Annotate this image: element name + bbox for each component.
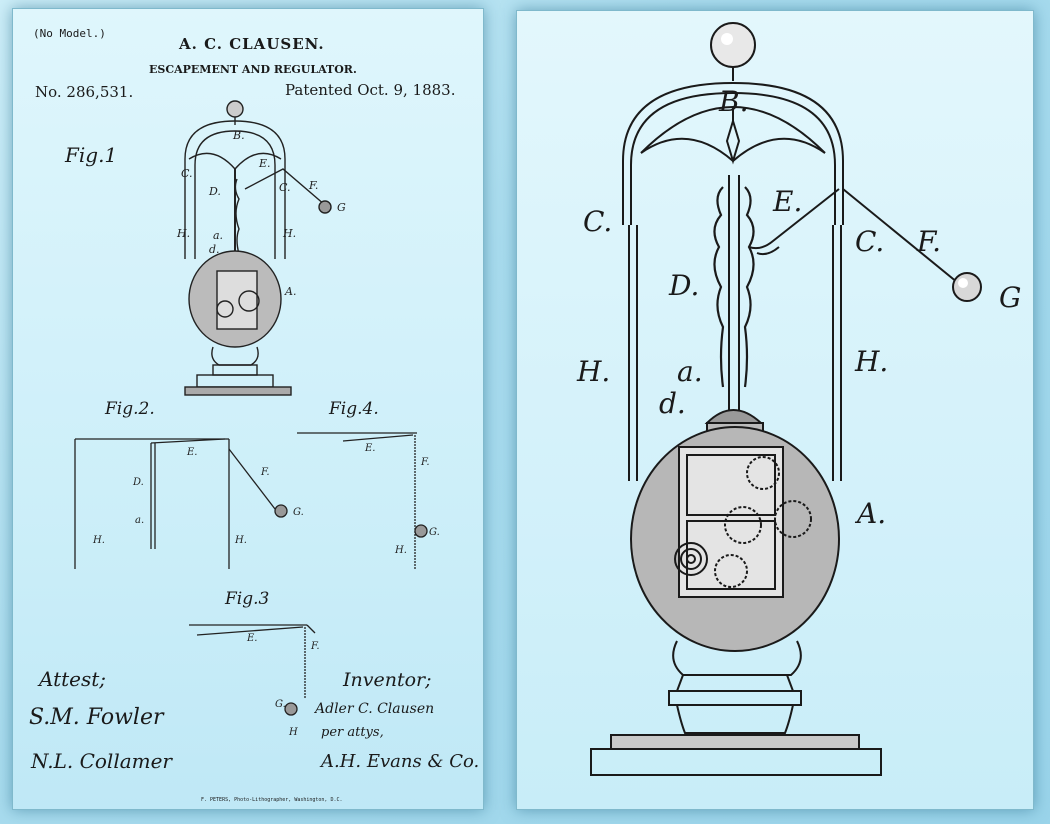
svg-text:E.: E. (364, 443, 375, 454)
label-D: D. (668, 269, 699, 302)
per-attys-note: per attys, (321, 725, 384, 740)
label-E: E. (772, 185, 802, 218)
label-A: A. (854, 497, 886, 530)
svg-text:E.: E. (186, 447, 197, 458)
fig1-label-F: F. (308, 179, 318, 192)
svg-text:F.: F. (420, 457, 430, 468)
patent-sheet-panel: (No Model.) A. C. CLAUSEN. ESCAPEMENT AN… (12, 8, 484, 810)
svg-text:a.: a. (135, 515, 144, 526)
label-F: F. (916, 225, 941, 258)
fig1-label-a: a. (213, 229, 223, 242)
fig1-label-C-right: C. (279, 181, 291, 194)
inventor-signature: Adler C. Clausen (315, 701, 434, 717)
label-C-right: C. (855, 225, 884, 258)
svg-text:E.: E. (246, 633, 257, 644)
svg-text:H.: H. (234, 535, 247, 546)
svg-text:G.: G. (429, 527, 440, 538)
label-G: G (999, 281, 1021, 314)
label-d: d. (659, 387, 686, 420)
svg-text:H: H (288, 727, 298, 738)
svg-text:G.: G. (293, 507, 304, 518)
fig1-label-A: A. (284, 285, 296, 298)
fig1-label-G: G (337, 201, 346, 214)
fig1-label-H-left: H. (176, 227, 190, 240)
attest-heading: Attest; (39, 667, 106, 691)
fig1-label-B: B. (232, 129, 245, 142)
enlarged-regulator-drawing: B. C. C. E. F. G D. H. H. a. d. A. (517, 11, 1033, 809)
label-B: B. (718, 85, 748, 118)
attorneys-signature: A.H. Evans & Co. (321, 751, 479, 772)
fig1-label-E: E. (258, 157, 271, 170)
svg-text:F.: F. (310, 641, 320, 652)
enlarged-figure-panel: B. C. C. E. F. G D. H. H. a. d. A. (516, 10, 1034, 810)
fig1-label-H-right: H. (282, 227, 296, 240)
svg-text:G.: G. (275, 699, 286, 710)
fig1-label-C-left: C. (181, 167, 193, 180)
label-H-left: H. (576, 355, 610, 388)
witness-1-signature: S.M. Fowler (29, 705, 164, 730)
svg-text:H.: H. (92, 535, 105, 546)
printer-credit: F. PETERS, Photo-Lithographer, Washingto… (201, 797, 342, 803)
label-H-right: H. (854, 345, 888, 378)
fig1-label-D: D. (208, 185, 221, 198)
inventor-heading: Inventor; (343, 669, 432, 691)
svg-text:D.: D. (132, 477, 144, 488)
label-C-left: C. (583, 205, 612, 238)
svg-text:F.: F. (260, 467, 270, 478)
label-a: a. (677, 355, 703, 388)
svg-text:H.: H. (394, 545, 407, 556)
witness-2-signature: N.L. Collamer (31, 749, 172, 773)
fig1-label-d: d. (209, 243, 220, 256)
